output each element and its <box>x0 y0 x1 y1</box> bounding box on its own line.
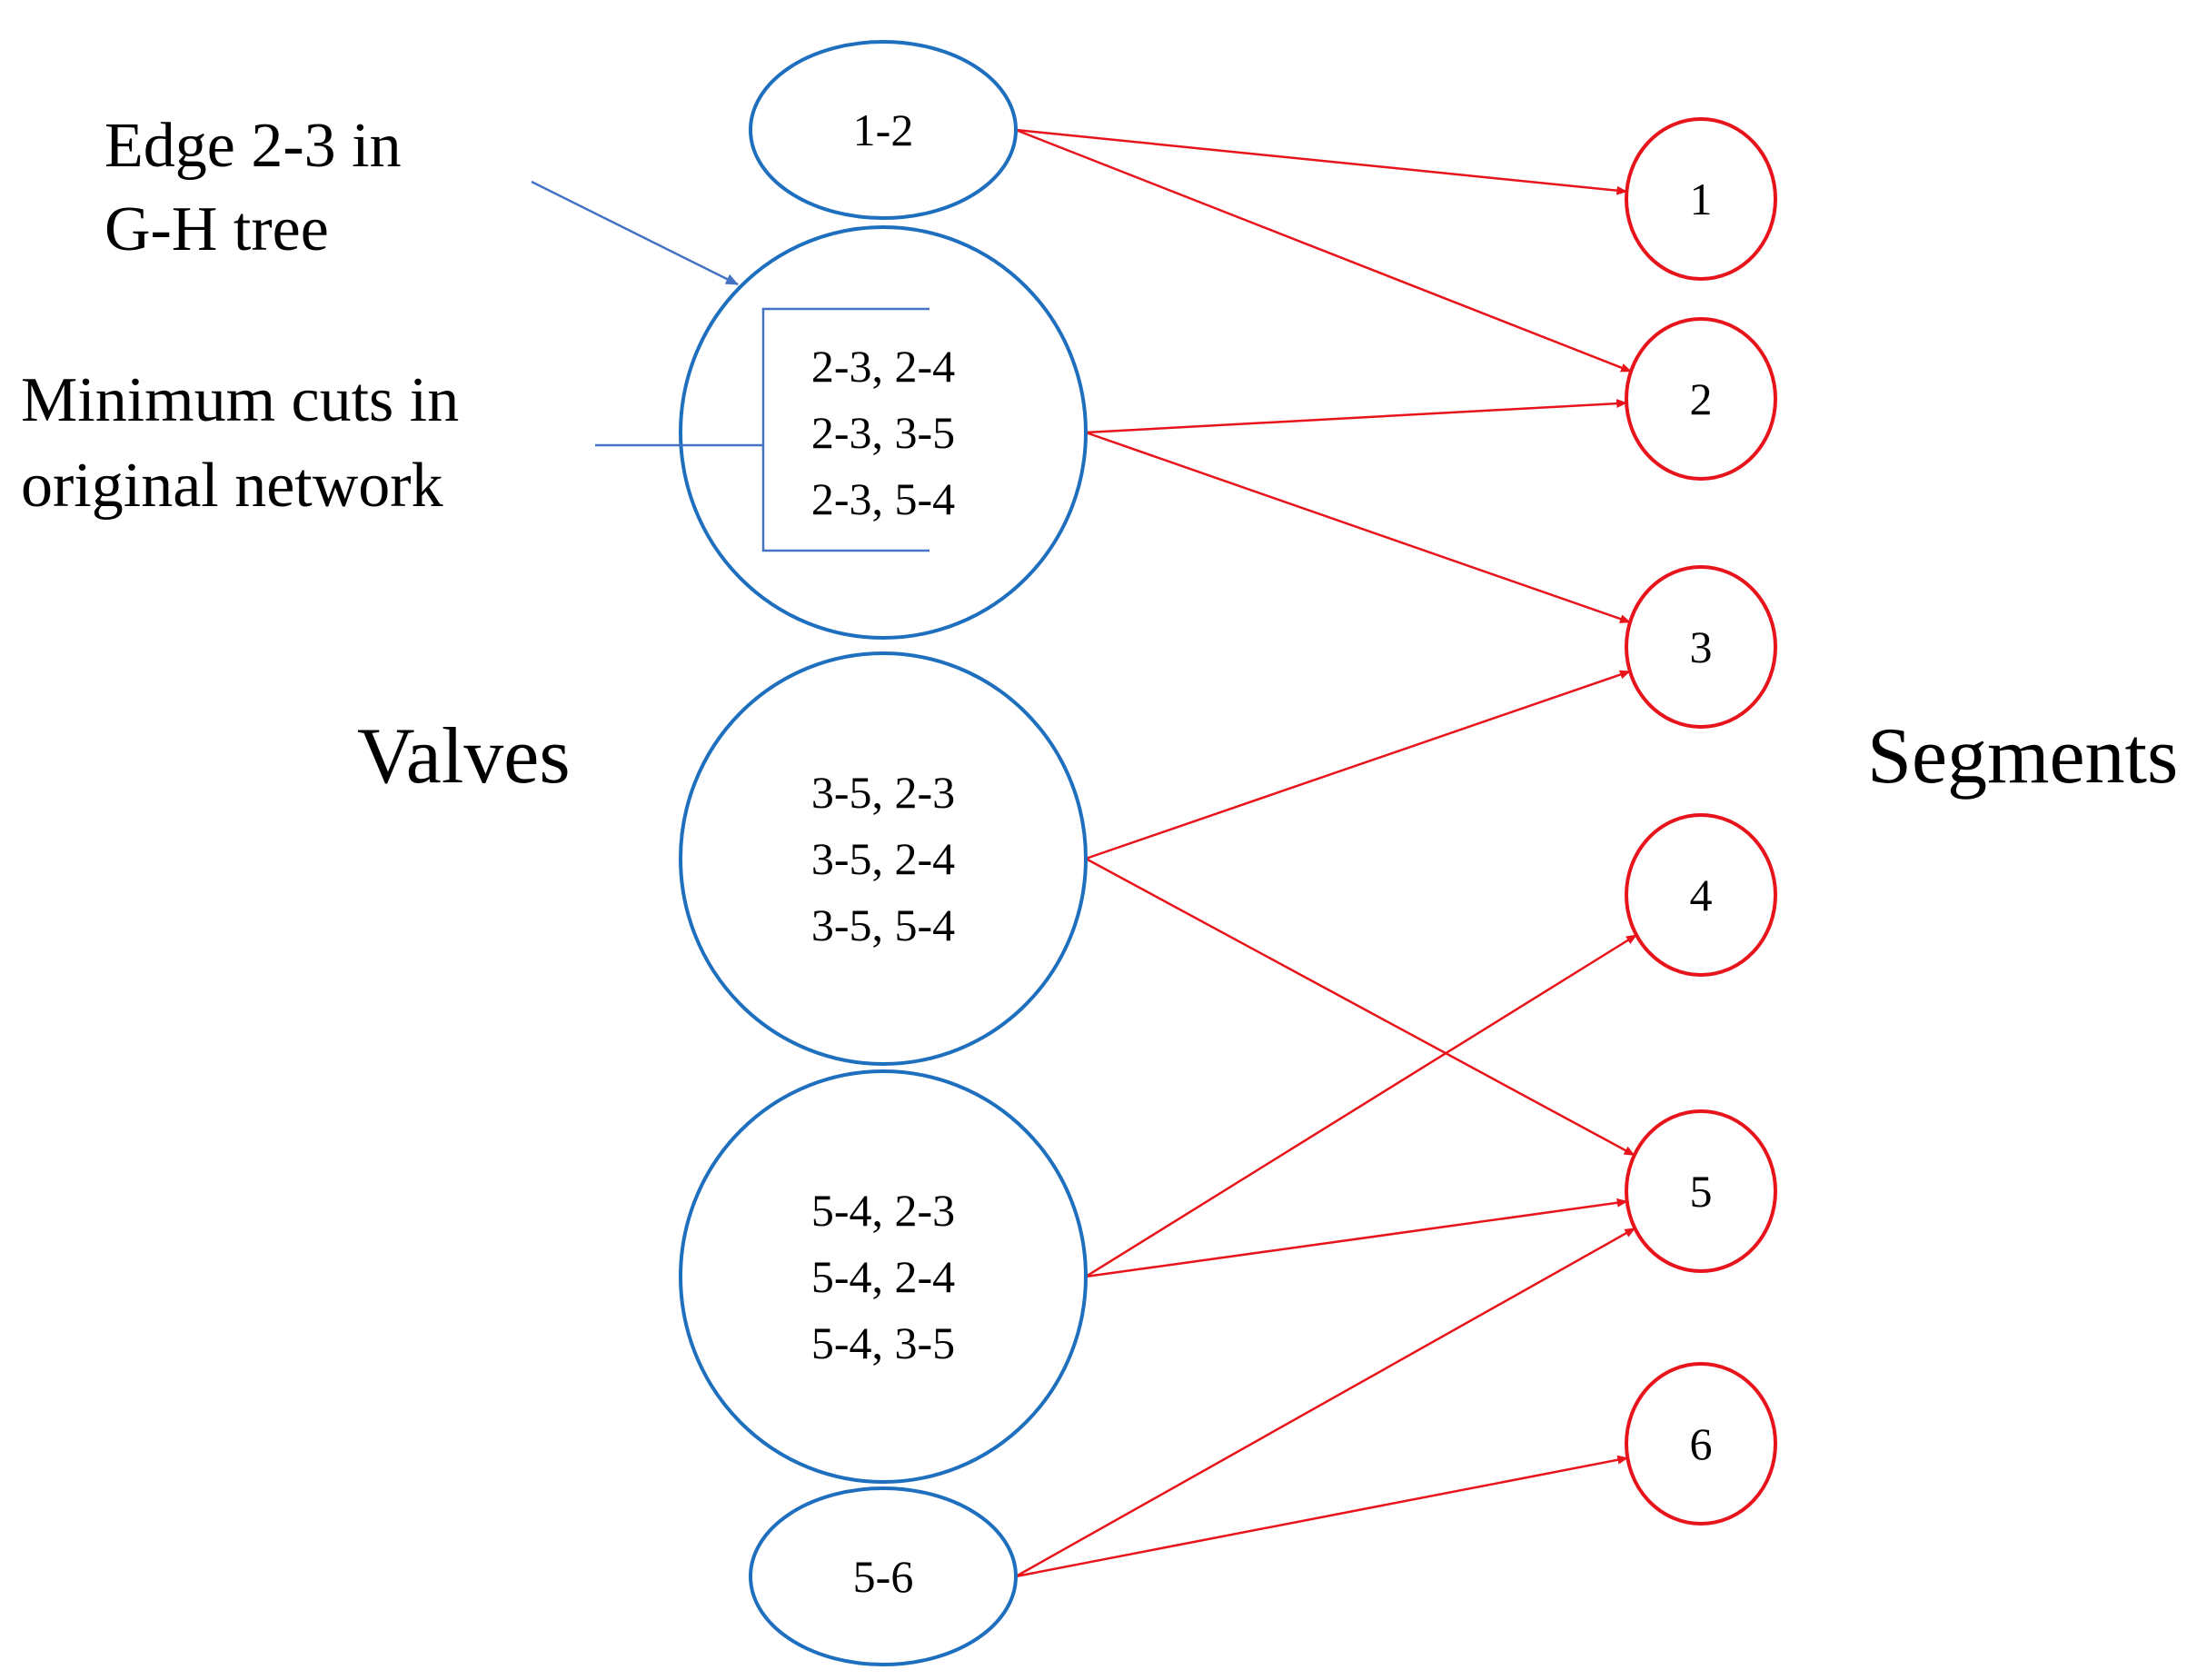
valve-cut-label: 5-4, 2-3 <box>811 1185 955 1236</box>
valve-cut-label: 2-3, 5-4 <box>811 473 955 524</box>
segment-label: 4 <box>1690 870 1713 920</box>
valve-cut-label: 5-4, 3-5 <box>811 1317 955 1368</box>
gh-edge-annotation-line-1: Edge 2-3 in <box>104 111 402 181</box>
segment-circle <box>1625 813 1777 977</box>
valve-circle <box>679 651 1088 1066</box>
segment-node-1: 1 <box>1625 117 1777 281</box>
valve-circle <box>679 1069 1088 1484</box>
segment-circle <box>1625 1362 1777 1526</box>
edge-v56-to-s6 <box>1015 1455 1629 1578</box>
valve-node-v23: 2-3, 2-4 2-3, 3-5 2-3, 5-4 <box>679 225 1088 640</box>
edge-v35-to-s5 <box>1085 857 1635 1157</box>
segment-circle <box>1625 117 1777 281</box>
min-cuts-annotation-line-2: original network <box>21 451 443 521</box>
segments-layer: 1 2 3 4 5 6 <box>1625 117 1777 1526</box>
segment-label: 6 <box>1690 1418 1713 1469</box>
valve-circle <box>749 40 1018 220</box>
valve-cut-label: 2-3, 3-5 <box>811 407 955 458</box>
valve-cut-label: 2-3, 2-4 <box>811 341 955 392</box>
valve-node-v35: 3-5, 2-3 3-5, 2-4 3-5, 5-4 <box>679 651 1088 1066</box>
segments-heading: Segments <box>1867 712 2178 800</box>
edge-v12-to-s1 <box>1015 128 1628 195</box>
segment-circle <box>1625 317 1777 481</box>
valve-cut-label: 5-4, 2-4 <box>811 1251 955 1302</box>
segment-circle <box>1625 1109 1777 1273</box>
valve-node-v54: 5-4, 2-3 5-4, 2-4 5-4, 3-5 <box>679 1069 1088 1484</box>
edge-v12-to-s2 <box>1015 128 1632 373</box>
segment-label: 3 <box>1690 621 1713 672</box>
valves-layer: 1-22-3, 2-42-3, 3-52-3, 5-43-5, 2-33-5, … <box>679 40 1088 1666</box>
segment-node-5: 5 <box>1625 1109 1777 1273</box>
gh-edge-pointer-arrow <box>531 180 739 286</box>
edge-v23-to-s2 <box>1085 399 1628 434</box>
min-cuts-annotation-line-1: Minimum cuts in <box>21 365 459 435</box>
valve-cut-label: 3-5, 5-4 <box>811 900 955 950</box>
valve-cut-label: 1-2 <box>853 104 914 155</box>
valve-cut-label: 3-5, 2-4 <box>811 833 955 884</box>
segment-circle <box>1625 565 1777 729</box>
edge-v23-to-s3 <box>1085 431 1631 623</box>
min-cuts-bracket <box>761 307 930 552</box>
segment-node-3: 3 <box>1625 565 1777 729</box>
segment-node-2: 2 <box>1625 317 1777 481</box>
annotation-layer: Edge 2-3 in G-H tree Minimum cuts in ori… <box>21 111 2178 800</box>
segment-label: 5 <box>1690 1166 1713 1217</box>
valve-cut-label: 5-6 <box>853 1551 914 1602</box>
edge-v35-to-s3 <box>1085 670 1631 860</box>
valve-circle <box>679 225 1088 640</box>
edges-layer <box>1015 128 1637 1578</box>
edge-v56-to-s5 <box>1015 1227 1636 1578</box>
valve-circle <box>749 1486 1018 1666</box>
segment-node-4: 4 <box>1625 813 1777 977</box>
edge-v54-to-s5 <box>1085 1198 1628 1278</box>
segment-node-6: 6 <box>1625 1362 1777 1526</box>
edge-v54-to-s4 <box>1085 933 1637 1278</box>
gh-edge-annotation-line-2: G-H tree <box>104 194 329 264</box>
valve-node-v56: 5-6 <box>749 1486 1018 1666</box>
segment-label: 1 <box>1690 174 1713 224</box>
valves-heading: Valves <box>357 712 571 800</box>
valve-cut-label: 3-5, 2-3 <box>811 767 955 818</box>
segment-label: 2 <box>1690 373 1713 424</box>
valve-node-v12: 1-2 <box>749 40 1018 220</box>
